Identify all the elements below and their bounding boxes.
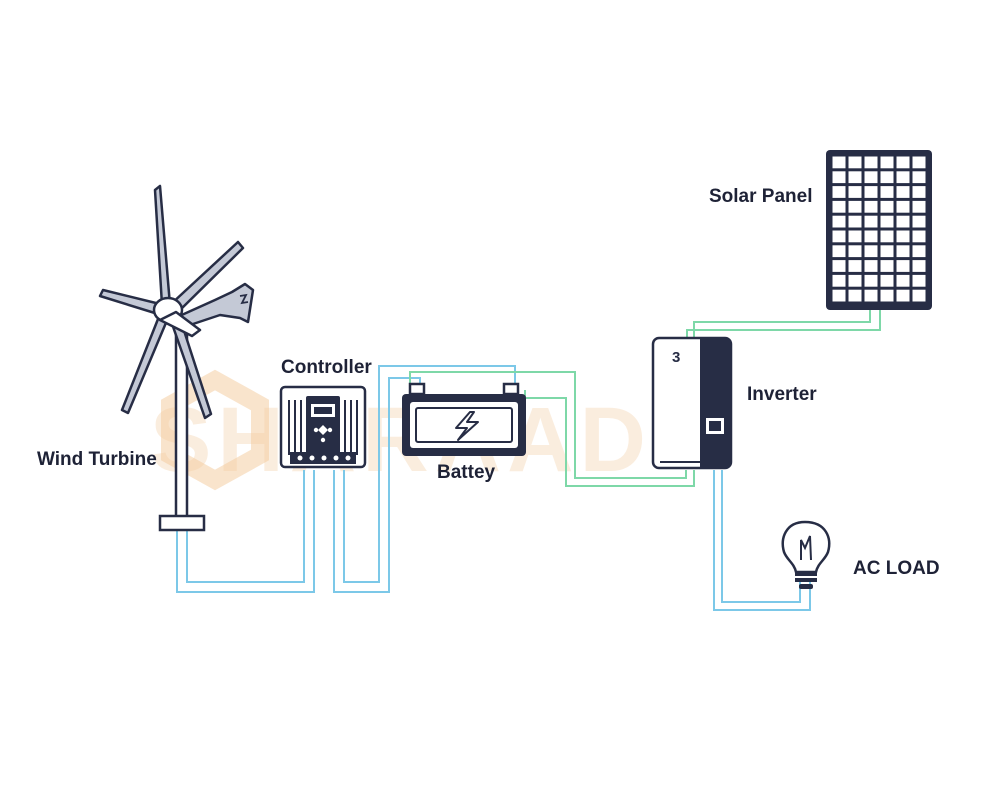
solar-cell (896, 230, 910, 243)
watermark-logo-icon (161, 369, 269, 491)
solar-cell (848, 274, 862, 287)
solar-cell (880, 200, 894, 213)
solar-cell (896, 156, 910, 169)
solar-cell (848, 171, 862, 184)
solar-cell (880, 274, 894, 287)
solar-cell (912, 171, 926, 184)
solar-cell (848, 289, 862, 302)
inverter-icon: 3 (651, 336, 733, 470)
solar-cell (832, 260, 846, 272)
solar-cell (880, 171, 894, 184)
solar-cell (848, 245, 862, 258)
solar-cell (832, 215, 846, 228)
solar-cell (912, 156, 926, 169)
solar-cell (864, 156, 878, 169)
solar-cell (864, 186, 878, 198)
solar-cell (848, 215, 862, 228)
solar-cell (880, 245, 894, 258)
solar-cell (896, 200, 910, 213)
solar-cell (896, 215, 910, 228)
solar-cell (912, 215, 926, 228)
solar-cell (912, 230, 926, 243)
light-bulb-icon (781, 520, 831, 589)
solar-cell (864, 274, 878, 287)
wire-controller-to-battery (333, 365, 516, 593)
solar-cell (912, 245, 926, 258)
inverter-display-digit: 3 (672, 349, 680, 366)
solar-cell (864, 215, 878, 228)
wind-turbine-label: Wind Turbine (37, 449, 157, 470)
solar-cell (832, 274, 846, 287)
solar-cell (848, 156, 862, 169)
solar-cell (880, 186, 894, 198)
inverter-label: Inverter (747, 384, 817, 405)
solar-cell (880, 289, 894, 302)
solar-cell (848, 260, 862, 272)
solar-cell (864, 245, 878, 258)
solar-cell (896, 274, 910, 287)
solar-cell (896, 260, 910, 272)
solar-cell (880, 260, 894, 272)
solar-cell (848, 230, 862, 243)
wire-turbine-to-controller (176, 470, 315, 593)
solar-cell (832, 171, 846, 184)
solar-cell (912, 274, 926, 287)
controller-icon (279, 385, 367, 469)
solar-cell (832, 245, 846, 258)
solar-cell (912, 289, 926, 302)
solar-cell (864, 171, 878, 184)
solar-cell (832, 186, 846, 198)
battery-label: Battey (437, 462, 496, 483)
ac-load-label: AC LOAD (853, 558, 940, 579)
solar-cell (864, 200, 878, 213)
solar-cell (880, 230, 894, 243)
wind-turbine-icon (98, 184, 255, 532)
solar-cell (848, 186, 862, 198)
solar-panel-label: Solar Panel (709, 186, 813, 207)
solar-panel-icon (826, 150, 932, 310)
solar-cell (896, 245, 910, 258)
solar-cell (864, 289, 878, 302)
battery-icon (402, 382, 526, 456)
solar-cell (832, 289, 846, 302)
controller-label: Controller (281, 357, 372, 378)
solar-cell (896, 289, 910, 302)
wire-solar-to-inverter (686, 310, 881, 340)
solar-cell (832, 200, 846, 213)
solar-cell (864, 260, 878, 272)
solar-cell (880, 156, 894, 169)
solar-cell (848, 200, 862, 213)
solar-cell (864, 230, 878, 243)
solar-cell (912, 260, 926, 272)
solar-cell (896, 186, 910, 198)
solar-cell (832, 156, 846, 169)
solar-cell (880, 215, 894, 228)
solar-cell (896, 171, 910, 184)
solar-cell (912, 186, 926, 198)
wire-inverter-to-load (713, 470, 811, 611)
solar-cell (912, 200, 926, 213)
solar-cell (832, 230, 846, 243)
